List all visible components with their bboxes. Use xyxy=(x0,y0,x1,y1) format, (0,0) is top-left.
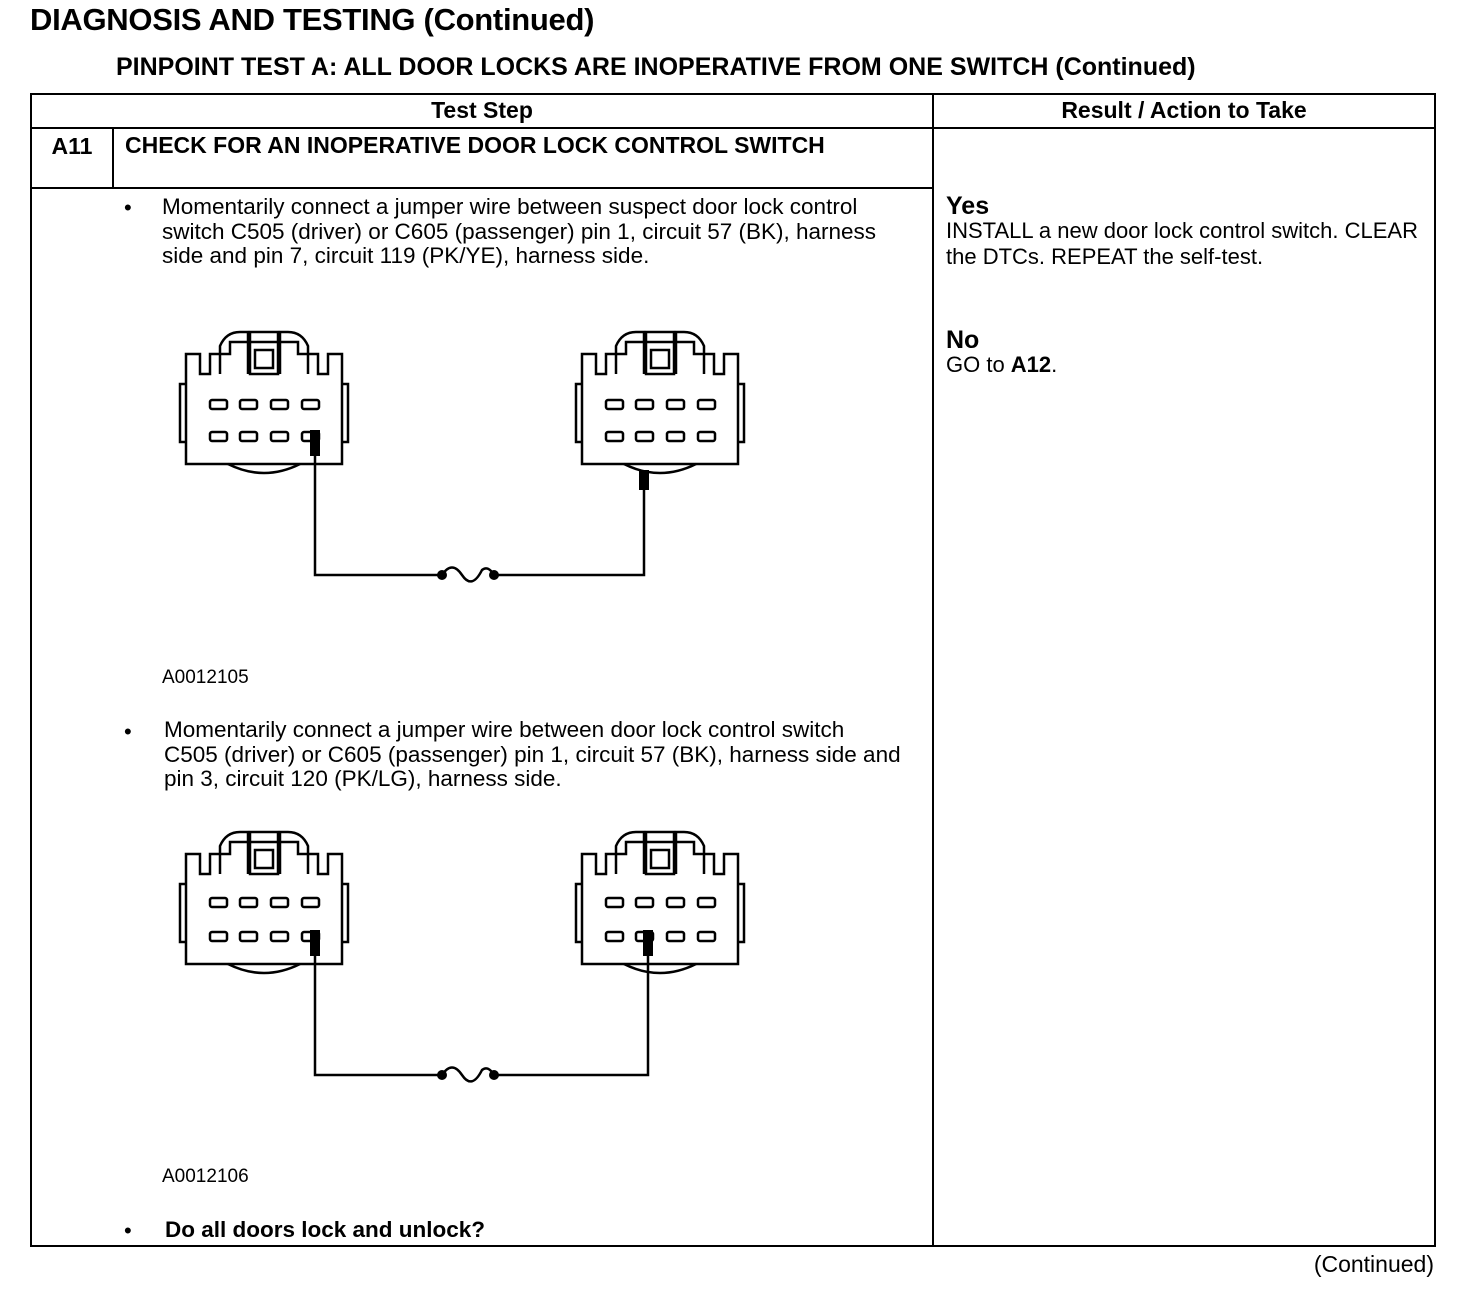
column-divider xyxy=(932,93,934,1247)
result-no-target: A12 xyxy=(1010,352,1052,377)
result-no-action: GO to A12. xyxy=(946,352,1426,378)
step-title: CHECK FOR AN INOPERATIVE DOOR LOCK CONTR… xyxy=(125,132,825,158)
result-yes-label: Yes xyxy=(946,192,990,220)
step-question: Do all doors lock and unlock? xyxy=(165,1217,486,1242)
jumper-wire xyxy=(313,932,650,1083)
procedure-table xyxy=(30,93,1436,1247)
test-title: PINPOINT TEST A: ALL DOOR LOCKS ARE INOP… xyxy=(116,53,1196,81)
continued-note: (Continued) xyxy=(1313,1251,1434,1277)
result-no-suffix: . xyxy=(1051,352,1058,377)
result-yes-action: INSTALL a new door lock control switch. … xyxy=(946,218,1418,269)
column-header-result: Result / Action to Take xyxy=(1061,97,1307,123)
header-row-divider xyxy=(30,127,1436,129)
column-header-test-step: Test Step xyxy=(431,97,533,123)
connector-right xyxy=(574,830,746,975)
page-header: DIAGNOSIS AND TESTING (Continued) xyxy=(30,2,595,37)
figure-code-1: A0012105 xyxy=(162,667,249,688)
result-no-prefix: GO to xyxy=(946,352,1011,377)
bullet-marker: • xyxy=(124,1218,132,1243)
bullet-marker: • xyxy=(124,195,132,220)
step-id: A11 xyxy=(51,133,93,159)
connector-right xyxy=(574,330,746,475)
jumper-wire-diagram-1 xyxy=(178,330,746,583)
step-instruction-1: Momentarily connect a jumper wire betwee… xyxy=(162,194,877,268)
jumper-wire-diagram-2 xyxy=(178,830,746,1083)
step-id-divider xyxy=(112,127,114,188)
figure-code-2: A0012106 xyxy=(162,1166,249,1187)
connector-left xyxy=(178,330,350,475)
step-title-divider xyxy=(30,187,933,189)
jumper-wire xyxy=(313,432,646,583)
connector-left xyxy=(178,830,350,975)
step-instruction-2: Momentarily connect a jumper wire betwee… xyxy=(164,717,901,791)
bullet-marker: • xyxy=(124,719,132,744)
result-no-label: No xyxy=(946,326,980,354)
